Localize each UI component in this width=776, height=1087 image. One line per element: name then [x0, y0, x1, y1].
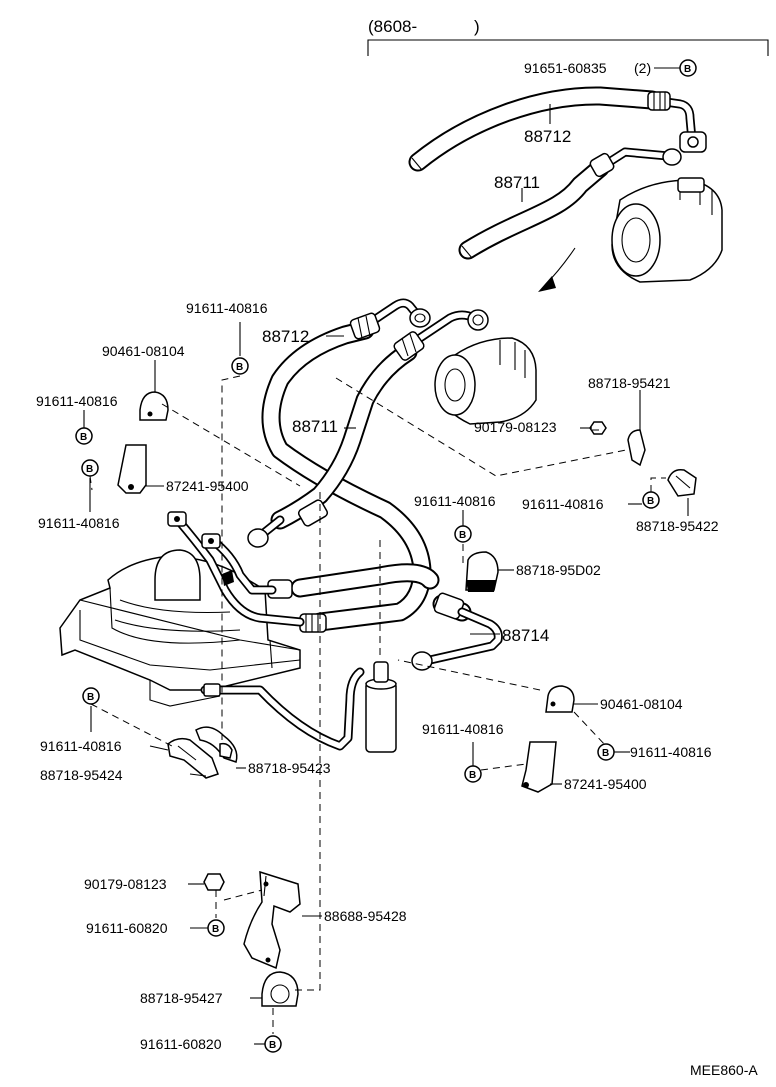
variant-label-close: ) [474, 17, 480, 36]
label-87241-95400: 87241-95400 [166, 478, 249, 494]
svg-text:B: B [684, 64, 691, 75]
bolt-symbol: B [81, 459, 99, 477]
label-91611-40816: 91611-40816 [36, 393, 118, 409]
label-88711-inset: 88711 [494, 173, 540, 192]
label-87241-95400: 87241-95400 [564, 776, 647, 792]
bolt-symbol: B [264, 1035, 282, 1053]
svg-text:B: B [469, 770, 476, 781]
pipe-88714 [411, 592, 503, 671]
unit-hose-lower [267, 563, 440, 633]
bolt-symbol: B [642, 491, 660, 509]
label-91611-40816: 91611-40816 [414, 493, 496, 509]
label-91611-60820: 91611-60820 [86, 920, 168, 936]
nut-90179-08123-b [203, 873, 225, 891]
dashed-guides [89, 375, 666, 1034]
label-90461-08104: 90461-08104 [102, 343, 185, 359]
clamp-90461-08104-a [139, 391, 169, 421]
label-88712-inset: 88712 [524, 127, 571, 146]
label-91611-40816: 91611-40816 [522, 496, 604, 512]
inset-bolt: B [679, 59, 697, 77]
evaporator-pipes [167, 511, 305, 627]
label-90179-08123: 90179-08123 [474, 419, 557, 435]
nut-90179-08123-a [589, 421, 607, 435]
bracket-87241-95400-a [117, 444, 147, 494]
bracket-88688-95428 [243, 870, 301, 970]
label-91611-40816: 91611-40816 [630, 744, 712, 760]
bracket-87241-95400-b [521, 741, 557, 793]
bolt-symbol: B [75, 427, 93, 445]
bolt-symbol: B [454, 525, 472, 543]
bolt-symbol: B [597, 743, 615, 761]
label-88718-95424: 88718-95424 [40, 767, 123, 783]
label-qty: (2) [634, 60, 651, 76]
label-88712: 88712 [262, 327, 309, 346]
clamp-88718-95424 [167, 737, 219, 779]
inset-hose-88711 [458, 147, 682, 260]
bolt-symbol: B [464, 765, 482, 783]
svg-text:B: B [87, 692, 94, 703]
label-88718-95422: 88718-95422 [636, 518, 719, 534]
bolt-symbol: B [231, 357, 249, 375]
label-91611-40816: 91611-40816 [40, 738, 122, 754]
label-88711: 88711 [292, 417, 338, 436]
label-90179-08123: 90179-08123 [84, 876, 167, 892]
variant-label: (8608- [368, 17, 417, 36]
inset-compressor [538, 177, 723, 292]
variant-bracket: (8608- ) [367, 17, 769, 56]
label-88714: 88714 [502, 626, 549, 645]
clamp-88718-95427 [261, 971, 299, 1007]
svg-text:B: B [80, 432, 87, 443]
label-91611-40816: 91611-40816 [186, 300, 268, 316]
label-88718-95427: 88718-95427 [140, 990, 223, 1006]
label-91651-60835: 91651-60835 [524, 60, 607, 76]
main-hose-88711 [247, 309, 489, 548]
label-91611-40816: 91611-40816 [422, 721, 504, 737]
svg-text:B: B [212, 924, 219, 935]
label-91611-40816: 91611-40816 [38, 515, 120, 531]
part-labels: 91611-40816 88712 90461-08104 91611-4081… [36, 300, 758, 1078]
inset-hose-88712 [408, 86, 707, 172]
svg-text:B: B [647, 496, 654, 507]
clamp-88718-95423 [195, 726, 238, 763]
clamp-88718-95422 [667, 468, 697, 497]
svg-text:B: B [459, 530, 466, 541]
label-88718-95421: 88718-95421 [588, 375, 671, 391]
receiver-dryer [200, 661, 397, 753]
clamp-88718-95421 [627, 429, 646, 467]
drawing-code: MEE860-A [690, 1062, 758, 1078]
main-compressor [434, 337, 537, 425]
clamp-88718-95D02 [465, 551, 499, 592]
label-leaders [83, 322, 689, 1045]
svg-text:B: B [602, 748, 609, 759]
cooling-unit [59, 549, 301, 707]
bolt-symbol: B [207, 919, 225, 937]
label-88688-95428: 88688-95428 [324, 908, 407, 924]
label-90461-08104: 90461-08104 [600, 696, 683, 712]
label-88718-95D02: 88718-95D02 [516, 562, 601, 578]
label-88718-95423: 88718-95423 [248, 760, 331, 776]
svg-text:B: B [269, 1040, 276, 1051]
svg-text:B: B [236, 362, 243, 373]
clamp-90461-08104-b [545, 685, 575, 713]
svg-text:B: B [86, 464, 93, 475]
bolt-symbol: B [82, 687, 100, 705]
label-91611-60820: 91611-60820 [140, 1036, 222, 1052]
